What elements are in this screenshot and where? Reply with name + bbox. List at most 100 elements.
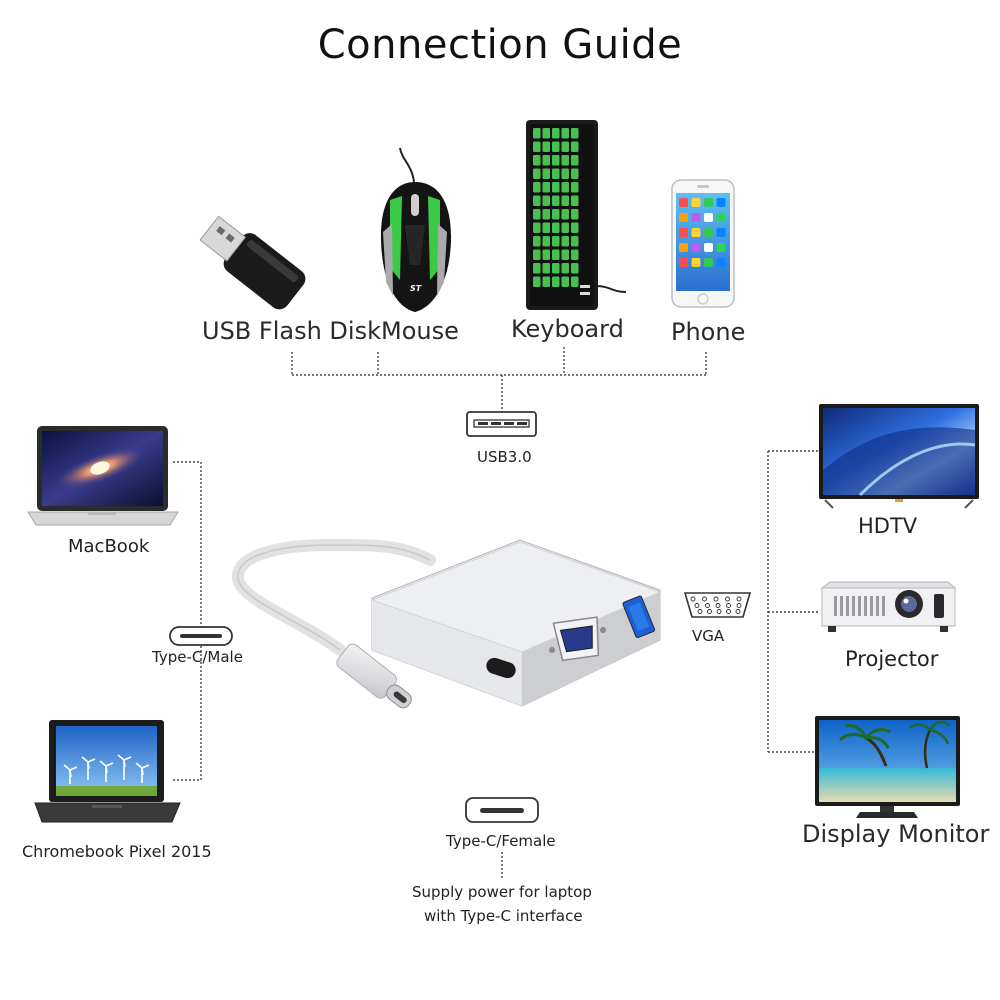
label-phone: Phone xyxy=(671,318,746,346)
turbine-blade xyxy=(99,760,107,767)
vga-pin xyxy=(736,603,742,608)
keyboard-key xyxy=(552,249,560,260)
keyboard-key xyxy=(542,222,550,233)
label-display-monitor: Display Monitor xyxy=(802,820,990,848)
keyboard-key xyxy=(552,182,560,193)
keyboard-key xyxy=(533,249,541,260)
vga-pin xyxy=(707,609,712,614)
phone-app-icon xyxy=(691,243,701,252)
keyboard-key xyxy=(561,276,569,287)
phone-app-icon xyxy=(704,243,713,252)
mouse-icon xyxy=(380,147,452,312)
keyboard-key xyxy=(561,249,569,260)
phone-icon xyxy=(671,179,735,308)
keyboard-key xyxy=(542,276,550,287)
keyboard-key xyxy=(571,182,579,193)
turbine-blade xyxy=(123,759,126,768)
label-vga-port: VGA xyxy=(692,627,725,645)
keyboard-key xyxy=(561,168,569,179)
turbine-blade xyxy=(123,756,132,761)
projector-icon xyxy=(820,581,957,632)
keyboard-key xyxy=(561,236,569,247)
projector-vent xyxy=(834,596,837,616)
label-usb-port: USB3.0 xyxy=(477,448,532,466)
turbine-blade xyxy=(69,769,72,778)
keyboard-key xyxy=(552,168,560,179)
keyboard-key xyxy=(571,141,579,152)
keyboard-key xyxy=(542,155,550,166)
projector-vent xyxy=(840,596,843,616)
mouse-logo: ST xyxy=(410,284,422,293)
keyboard-key xyxy=(533,155,541,166)
vga-pin xyxy=(736,596,742,602)
keyboard-key xyxy=(552,222,560,233)
keyboard-key xyxy=(542,128,550,139)
macbook-icon xyxy=(27,426,179,526)
keyboard-key xyxy=(533,195,541,206)
keyboard-key xyxy=(571,276,579,287)
projector-vent xyxy=(852,596,855,616)
phone-app-icon xyxy=(704,258,713,267)
projector-vent xyxy=(846,596,849,616)
type-c-male-port-icon xyxy=(169,626,233,646)
keyboard-key xyxy=(571,155,579,166)
keyboard-key xyxy=(552,195,560,206)
keyboard-key xyxy=(571,236,579,247)
label-macbook: MacBook xyxy=(68,536,150,557)
keyboard-key xyxy=(533,263,541,274)
type-c-female-port-icon xyxy=(465,797,539,823)
keyboard-key xyxy=(542,249,550,260)
turbine-blade xyxy=(105,765,108,774)
vga-pin xyxy=(726,603,731,608)
projector-vent xyxy=(876,596,879,616)
keyboard-key xyxy=(542,141,550,152)
vga-pin xyxy=(705,603,710,608)
phone-app-icon xyxy=(716,243,726,252)
phone-app-icon xyxy=(691,258,701,267)
label-type-c-male: Type-C/Male xyxy=(152,648,243,666)
display-monitor-icon xyxy=(815,716,960,818)
keyboard-key xyxy=(571,168,579,179)
keyboard-key xyxy=(552,141,560,152)
phone-app-icon xyxy=(679,198,688,207)
keyboard-key xyxy=(533,276,541,287)
keyboard-key xyxy=(542,263,550,274)
label-chromebook: Chromebook Pixel 2015 xyxy=(22,842,212,861)
keyboard-key xyxy=(542,209,550,220)
phone-app-icon xyxy=(716,198,726,207)
keyboard-key xyxy=(552,128,560,139)
turbine-blade xyxy=(135,762,143,769)
phone-app-icon xyxy=(679,258,688,267)
keyboard-key xyxy=(533,168,541,179)
keyboard-key xyxy=(571,222,579,233)
label-mouse: Mouse xyxy=(381,317,459,345)
label-type-c-female: Type-C/Female xyxy=(446,832,556,850)
keyboard-key xyxy=(542,168,550,179)
keyboard-key xyxy=(533,222,541,233)
keyboard-key xyxy=(561,128,569,139)
label-projector: Projector xyxy=(845,647,939,671)
turbine-blade xyxy=(81,756,89,763)
phone-app-icon xyxy=(716,258,726,267)
keyboard-key xyxy=(533,236,541,247)
turbine-blade xyxy=(69,766,78,771)
turbine-blade xyxy=(87,761,90,770)
keyboard-key xyxy=(552,276,560,287)
keyboard-key xyxy=(533,128,541,139)
keyboard-key xyxy=(571,209,579,220)
vga-pin xyxy=(715,603,721,608)
keyboard-key xyxy=(571,249,579,260)
projector-vent xyxy=(864,596,867,616)
keyboard-key xyxy=(561,195,569,206)
label-usb-flash-disk: USB Flash Disk xyxy=(202,317,381,345)
keyboard-key xyxy=(561,222,569,233)
turbine-blade xyxy=(105,762,114,767)
label-keyboard: Keyboard xyxy=(511,315,624,343)
keyboard-key xyxy=(533,182,541,193)
keyboard-key xyxy=(552,155,560,166)
vga-pin xyxy=(702,596,707,602)
keyboard-key xyxy=(552,236,560,247)
projector-vent xyxy=(882,596,885,616)
vga-pin xyxy=(713,596,719,602)
phone-app-icon xyxy=(691,213,701,222)
